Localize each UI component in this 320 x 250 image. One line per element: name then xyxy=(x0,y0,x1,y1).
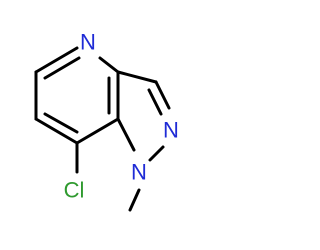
bond-c3a-n4 xyxy=(98,56,120,74)
bond-c3a-c3 xyxy=(116,70,158,84)
bond-n4-c5 xyxy=(34,46,79,74)
atom-cl-label: Cl xyxy=(64,178,85,203)
bond-c3-n2 xyxy=(154,80,171,110)
bond-c6-c7-inner xyxy=(43,112,79,134)
bond-n4-c5-inner xyxy=(43,56,81,80)
bond-n1-c7a xyxy=(116,117,136,152)
bond-c3-n2-inner xyxy=(147,88,163,116)
structure-canvas: N N N Cl xyxy=(34,30,179,212)
atom-n4-label: N xyxy=(80,30,96,55)
atom-n1-label: N xyxy=(131,160,147,185)
bond-c7-c7a xyxy=(75,117,120,145)
bond-c6-c7 xyxy=(34,117,79,145)
bond-n2-n1 xyxy=(148,145,165,162)
atom-n2-label: N xyxy=(163,118,179,143)
bond-n1-methyl xyxy=(128,188,141,212)
